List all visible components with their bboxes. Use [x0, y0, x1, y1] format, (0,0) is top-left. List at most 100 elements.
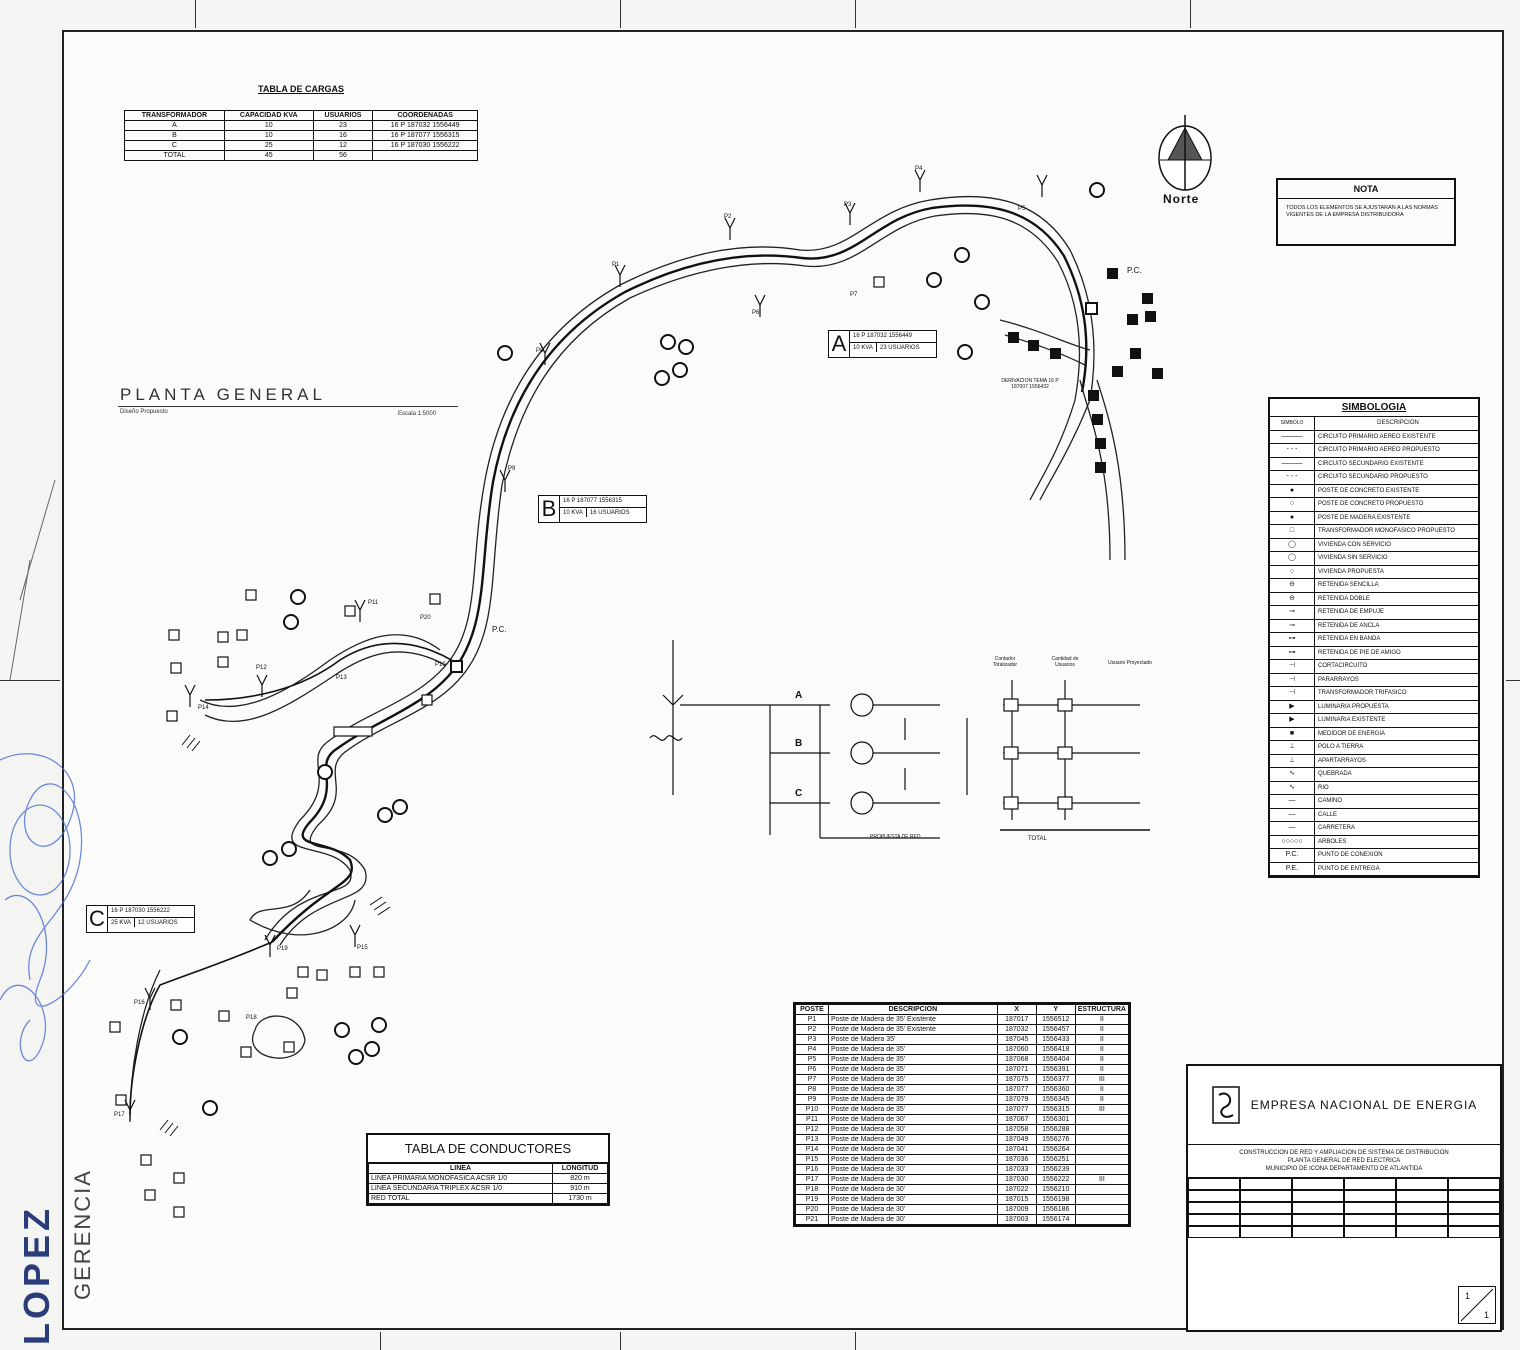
- table-cell: 187075: [996, 1074, 1037, 1085]
- symbol-glyph: ◯: [1270, 538, 1315, 551]
- sheet-divider-icon: [1460, 1288, 1494, 1322]
- table-cell: Poste de Madera de 35': [828, 1064, 998, 1075]
- table-cell: Poste de Madera de 35': [828, 1054, 998, 1065]
- tabla-conductores-table: LINEA LONGITUD LINEA PRIMARIA MONOFASICA…: [368, 1163, 608, 1204]
- tb-cell: [1344, 1178, 1396, 1190]
- table-cell: 187003: [996, 1214, 1037, 1225]
- transformer-letter: B: [539, 496, 560, 522]
- table-cell: 1556360: [1035, 1084, 1076, 1095]
- symbol-glyph: ○: [1270, 498, 1315, 511]
- table-cell: Poste de Madera de 30': [828, 1184, 998, 1195]
- symbol-glyph: ———: [1270, 457, 1315, 470]
- transformer-users: 16 USUARIOS: [589, 510, 630, 516]
- symbol-glyph: ———: [1270, 430, 1315, 443]
- symbol-description: VIVIENDA CON SERVICIO: [1318, 541, 1391, 548]
- north-label: Norte: [1163, 192, 1200, 206]
- simbologia-row: —CARRETERA: [1270, 822, 1478, 836]
- table-cell: 1556315: [1035, 1104, 1076, 1115]
- symbol-glyph: ●: [1270, 511, 1315, 524]
- title-block: EMPRESA NACIONAL DE ENERGIA CONSTRUCCION…: [1186, 1064, 1502, 1332]
- nota-box: NOTA TODOS LOS ELEMENTOS SE AJUSTARAN A …: [1276, 178, 1456, 246]
- pc-label: P.C.: [492, 625, 507, 634]
- symbol-glyph: ⊸: [1270, 606, 1315, 619]
- table-cell: 1556512: [1035, 1014, 1076, 1025]
- pole-label: P8: [536, 348, 544, 354]
- table-cell: 1556264: [1035, 1144, 1076, 1155]
- table-row: LINEA SECUNDARIA TRIPLEX ACSR 1/0 910 m: [368, 1183, 608, 1194]
- symbol-glyph: □: [1270, 525, 1315, 538]
- transformer-letter: A: [829, 331, 850, 357]
- transformer-kva: 25 KVA: [108, 918, 135, 927]
- tb-cell: [1344, 1190, 1396, 1202]
- pole-label: P11: [368, 600, 379, 606]
- table-cell: 1556345: [1035, 1094, 1076, 1105]
- trees-group: [172, 182, 1105, 1116]
- table-cell: 10: [223, 120, 314, 131]
- table-cell: P14: [795, 1144, 829, 1155]
- table-cell: 187022: [996, 1184, 1037, 1195]
- symbol-glyph: ⊶: [1270, 646, 1315, 659]
- pole-label: P14: [198, 705, 209, 711]
- nota-title: NOTA: [1278, 180, 1454, 199]
- table-cell: Poste de Madera de 30': [828, 1134, 998, 1145]
- symbol-description: VIVIENDA PROPUESTA: [1318, 568, 1384, 575]
- table-cell: II: [1074, 1014, 1130, 1025]
- simbologia-row: □TRANSFORMADOR MONOFASICO PROPUESTO: [1270, 525, 1478, 539]
- tb-cell: [1188, 1202, 1240, 1214]
- frame-tick: [195, 0, 196, 28]
- symbol-description: CIRCUITO PRIMARIO AEREO EXISTENTE: [1318, 433, 1436, 440]
- pole-label: P12: [256, 665, 267, 671]
- symbol-glyph: - - -: [1270, 471, 1315, 484]
- table-cell: 1556457: [1035, 1024, 1076, 1035]
- table-cell: 1556251: [1035, 1154, 1076, 1165]
- table-cell: P1: [795, 1014, 829, 1025]
- tb-cell: [1240, 1190, 1292, 1202]
- table-cell: 187045: [996, 1034, 1037, 1045]
- symbol-description: TRANSFORMADOR TRIFASICO: [1318, 690, 1407, 696]
- symbol-description: RETENIDA EN BANDA: [1318, 636, 1381, 642]
- simbologia-box: SIMBOLOGIA SIMBOLO DESCRIPCION ———CIRCUI…: [1268, 397, 1480, 878]
- tb-cell: [1292, 1202, 1344, 1214]
- table-header: LINEA: [368, 1163, 553, 1174]
- table-cell: [1074, 1124, 1130, 1135]
- tb-cell: [1292, 1178, 1344, 1190]
- table-cell: P7: [795, 1074, 829, 1085]
- symbol-description: QUEBRADA: [1318, 771, 1352, 777]
- table-cell: P17: [795, 1174, 829, 1185]
- table-cell: II: [1074, 1054, 1130, 1065]
- symbol-glyph: ⊣: [1270, 673, 1315, 686]
- table-cell: 1556377: [1035, 1074, 1076, 1085]
- plan-scale: Escala 1:5000: [398, 411, 437, 417]
- table-cell: Poste de Madera de 35' Existente: [828, 1014, 998, 1025]
- symbol-glyph: ◯: [1270, 552, 1315, 565]
- table-header: TRANSFORMADOR: [124, 110, 225, 121]
- diagram-bottom-label: PROPUESTA DE RED: [870, 834, 921, 840]
- plan-subtitle: Diseño Propuesto: [120, 409, 168, 415]
- table-cell: 187071: [996, 1064, 1037, 1075]
- pole-label: P7: [850, 292, 858, 298]
- transformer-label-a: A 16 P 187032 1556449 10 KVA 23 USUARIOS: [828, 330, 937, 358]
- symbol-glyph: ∿: [1270, 781, 1315, 794]
- table-cell: Poste de Madera de 35' Existente: [828, 1024, 998, 1035]
- frame-tick: [620, 0, 621, 28]
- simbologia-row: ⊣TRANSFORMADOR TRIFASICO: [1270, 687, 1478, 701]
- transformer-users: 12 USUARIOS: [137, 920, 178, 926]
- diagram-header: Contador Totalizador: [992, 656, 1018, 668]
- phase-label: C: [795, 788, 803, 799]
- table-header: SIMBOLO: [1270, 417, 1315, 430]
- symbol-glyph: ⊣: [1270, 660, 1315, 673]
- table-cell: P13: [795, 1134, 829, 1145]
- pole-label: P4: [915, 166, 923, 172]
- simbologia-row: ▶LUMINARIA EXISTENTE: [1270, 714, 1478, 728]
- table-cell: II: [1074, 1044, 1130, 1055]
- phase-label: B: [795, 738, 803, 749]
- simbologia-row: ⊥APARTARRAYOS: [1270, 754, 1478, 768]
- table-cell: [1074, 1114, 1130, 1125]
- total-sheets: 1: [1483, 1310, 1489, 1320]
